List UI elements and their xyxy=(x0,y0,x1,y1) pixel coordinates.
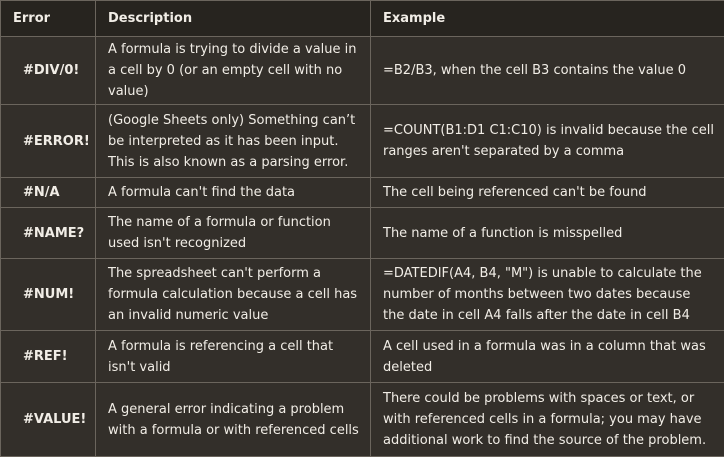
error-code: #N/A xyxy=(1,178,96,208)
error-code: #REF! xyxy=(1,331,96,383)
error-code: #DIV/0! xyxy=(1,37,96,105)
table-header: Error Description Example xyxy=(1,1,724,37)
error-example: =DATEDIF(A4, B4, "M") is unable to calcu… xyxy=(371,259,724,331)
error-description: A formula is trying to divide a value in… xyxy=(96,37,371,105)
error-example: There could be problems with spaces or t… xyxy=(371,383,724,457)
table-row: #VALUE! A general error indicating a pro… xyxy=(1,383,724,457)
error-description: A general error indicating a problem wit… xyxy=(96,383,371,457)
header-example: Example xyxy=(371,1,724,37)
error-code: #VALUE! xyxy=(1,383,96,457)
error-code: #ERROR! xyxy=(1,105,96,178)
table-row: #DIV/0! A formula is trying to divide a … xyxy=(1,37,724,105)
error-description: The spreadsheet can't perform a formula … xyxy=(96,259,371,331)
error-code: #NUM! xyxy=(1,259,96,331)
table-row: #ERROR! (Google Sheets only) Something c… xyxy=(1,105,724,178)
header-description: Description xyxy=(96,1,371,37)
table-row: #N/A A formula can't find the data The c… xyxy=(1,178,724,208)
table-row: #NUM! The spreadsheet can't perform a fo… xyxy=(1,259,724,331)
error-description: The name of a formula or function used i… xyxy=(96,208,371,259)
error-example: A cell used in a formula was in a column… xyxy=(371,331,724,383)
table-row: #REF! A formula is referencing a cell th… xyxy=(1,331,724,383)
error-description: (Google Sheets only) Something can’t be … xyxy=(96,105,371,178)
error-description: A formula can't find the data xyxy=(96,178,371,208)
error-description: A formula is referencing a cell that isn… xyxy=(96,331,371,383)
error-example: The name of a function is misspelled xyxy=(371,208,724,259)
error-example: =COUNT(B1:D1 C1:C10) is invalid because … xyxy=(371,105,724,178)
header-row: Error Description Example xyxy=(1,1,724,37)
table-row: #NAME? The name of a formula or function… xyxy=(1,208,724,259)
header-error: Error xyxy=(1,1,96,37)
error-code: #NAME? xyxy=(1,208,96,259)
error-example: =B2/B3, when the cell B3 contains the va… xyxy=(371,37,724,105)
error-example: The cell being referenced can't be found xyxy=(371,178,724,208)
table-body: #DIV/0! A formula is trying to divide a … xyxy=(1,37,724,457)
